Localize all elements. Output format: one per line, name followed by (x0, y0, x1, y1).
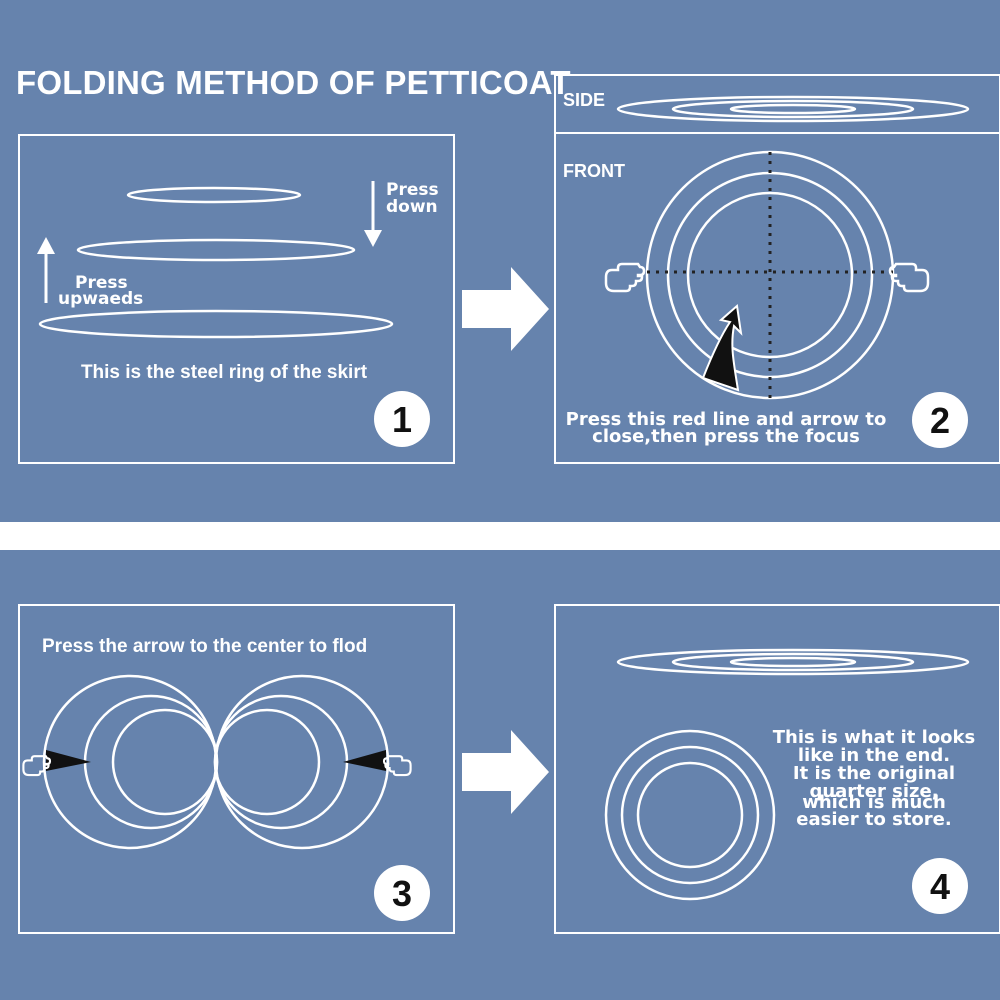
right-arrow-icon (462, 267, 549, 351)
front-label: FRONT (563, 161, 625, 181)
panel-2: SIDE FRONT Press this red line and arrow… (554, 74, 1000, 464)
ring-small (126, 186, 302, 204)
panel-2-caption-line1: Press this red line and arrow to (566, 409, 887, 430)
panel-1: Press down Press upwaeds This is the ste… (18, 134, 455, 464)
ring-medium (76, 238, 356, 262)
panel-2-frame (554, 74, 1000, 464)
panel-3-caption: Press the arrow to the center to flod (42, 636, 367, 657)
black-arrow-icon (343, 750, 386, 771)
panel-4-caption-line1: This is what it looks (773, 727, 975, 748)
panel-4-caption-line6: easier to store. (796, 809, 951, 830)
step-badge-1 (374, 391, 430, 447)
step-number-4: 4 (930, 866, 950, 907)
panel-4-caption-line5: which is much (802, 792, 946, 813)
press-up-line1: Press (75, 273, 128, 293)
final-side-rings (616, 648, 970, 676)
black-arrow-icon (46, 750, 91, 771)
press-up-line2: upwaeds (58, 289, 143, 309)
panel-2-caption-line2: close,then press the focus (592, 426, 860, 447)
pointing-hand-icon (604, 262, 646, 293)
pointing-hand-icon (382, 755, 412, 777)
step-badge-2 (912, 392, 968, 448)
pointing-hand-icon (22, 755, 52, 777)
panel-4-caption-line4: quarter size, (809, 781, 938, 802)
ring-large (38, 309, 394, 339)
panel-1-caption: This is the steel ring of the skirt (81, 362, 368, 383)
page-title: FOLDING METHOD OF PETTICOAT (16, 64, 571, 101)
step-number-3: 3 (392, 873, 412, 914)
step-number-1: 1 (392, 399, 412, 440)
final-front-rings (604, 729, 776, 901)
right-arrow-icon (462, 730, 549, 814)
panel-4-caption-line3: It is the original (793, 763, 955, 784)
black-arrow-icon (701, 304, 743, 392)
press-down-line1: Press (386, 180, 439, 200)
panel-3: Press the arrow to the center to flod 3 (18, 604, 455, 934)
up-arrow-icon (37, 237, 55, 303)
step-badge-4 (912, 858, 968, 914)
press-down-line2: down (386, 197, 438, 217)
panel-4: This is what it looks like in the end. I… (554, 604, 1000, 934)
step-number-2: 2 (930, 400, 950, 441)
pointing-hand-icon (888, 262, 930, 293)
panel-3-frame (18, 604, 455, 934)
panel-1-frame (18, 134, 455, 464)
step-badge-3 (374, 865, 430, 921)
panel-4-frame (554, 604, 1000, 934)
panel-4-caption-line2: like in the end. (798, 745, 950, 766)
down-arrow-icon (364, 181, 382, 247)
side-label: SIDE (563, 90, 605, 110)
section-divider (0, 522, 1000, 550)
side-view-rings (616, 95, 970, 123)
